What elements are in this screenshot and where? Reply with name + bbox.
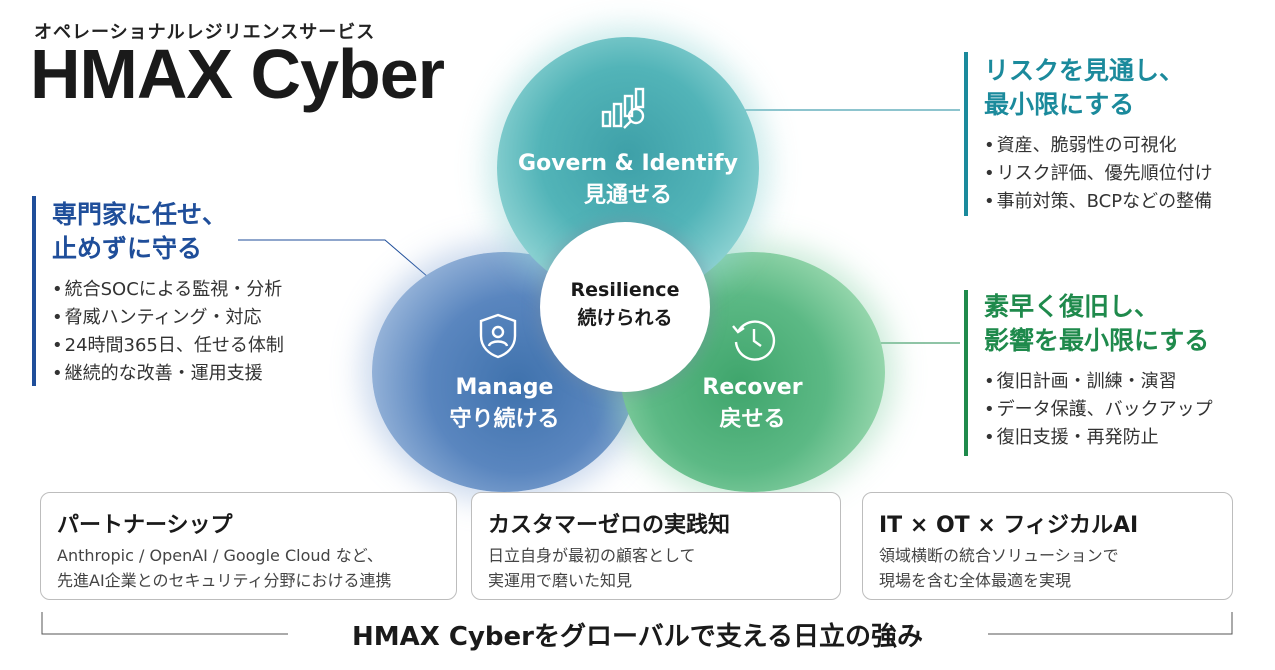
resilience-circle <box>540 222 710 392</box>
customer-zero-card: カスタマーゼロの実践知 日立自身が最初の顧客として 実運用で磨いた知見 <box>471 492 841 600</box>
manage-title-line1: 専門家に任せ、 <box>52 200 228 229</box>
recover-section-bar <box>964 290 968 456</box>
govern-bullet-list: 資産、脆弱性の可視化 リスク評価、優先順位付け 事前対策、BCPなどの整備 <box>984 132 1213 216</box>
list-item: 継続的な改善・運用支援 <box>52 360 284 388</box>
card-text: 領域横断の統合ソリューションで 現場を含む全体最適を実現 <box>879 543 1119 593</box>
partnership-card: パートナーシップ Anthropic / OpenAI / Google Clo… <box>40 492 457 600</box>
footer-bracket-right <box>988 612 1233 635</box>
recover-title-line1: 素早く復旧し、 <box>984 292 1160 321</box>
govern-label-en: Govern & Identify <box>518 151 738 176</box>
list-item: データ保護、バックアップ <box>984 396 1213 424</box>
list-item: 24時間365日、任せる体制 <box>52 332 284 360</box>
card-title: カスタマーゼロの実践知 <box>488 513 731 538</box>
manage-label-en: Manage <box>455 375 554 400</box>
list-item: 資産、脆弱性の可視化 <box>984 132 1213 160</box>
it-ot-ai-card: IT × OT × フィジカルAI 領域横断の統合ソリューションで 現場を含む全… <box>862 492 1233 600</box>
footer-caption: HMAX Cyberをグローバルで支える日立の強み <box>352 622 923 652</box>
page-title: HMAX Cyber <box>30 35 445 113</box>
govern-section-bar <box>964 52 968 216</box>
recover-section-title: 素早く復旧し、 影響を最小限にする <box>984 290 1209 358</box>
manage-label: Manage 守り続ける <box>372 372 637 436</box>
govern-title-line2: 最小限にする <box>984 90 1135 119</box>
manage-bullet-list: 統合SOCによる監視・分析 脅威ハンティング・対応 24時間365日、任せる体制… <box>52 276 284 388</box>
manage-title-line2: 止めずに守る <box>52 234 203 263</box>
manage-section-title: 専門家に任せ、 止めずに守る <box>52 198 227 266</box>
govern-label-jp: 見通せる <box>583 183 672 208</box>
card-line: 領域横断の統合ソリューションで <box>879 546 1119 565</box>
service-subtitle: オペレーショナルレジリエンスサービス <box>34 22 376 43</box>
card-line: 実運用で磨いた知見 <box>488 571 633 590</box>
card-title: パートナーシップ <box>57 513 233 538</box>
card-text: 日立自身が最初の顧客として 実運用で磨いた知見 <box>488 543 696 593</box>
list-item: 復旧計画・訓練・演習 <box>984 368 1213 396</box>
resilience-label: Resilience 続けられる <box>540 276 710 332</box>
card-title: IT × OT × フィジカルAI <box>879 513 1139 538</box>
govern-title-line1: リスクを見通し、 <box>984 56 1185 85</box>
manage-label-jp: 守り続ける <box>449 407 560 432</box>
resilience-label-jp: 続けられる <box>577 307 673 329</box>
clock-restore-icon <box>730 316 778 364</box>
card-line: 日立自身が最初の顧客として <box>488 546 696 565</box>
card-text: Anthropic / OpenAI / Google Cloud など、 先進… <box>57 543 392 593</box>
list-item: 事前対策、BCPなどの整備 <box>984 188 1213 216</box>
list-item: 復旧支援・再発防止 <box>984 424 1213 452</box>
manage-section-bar <box>32 196 36 386</box>
list-item: リスク評価、優先順位付け <box>984 160 1213 188</box>
resilience-label-en: Resilience <box>570 279 680 301</box>
recover-title-line2: 影響を最小限にする <box>984 326 1210 355</box>
govern-label: Govern & Identify 見通せる <box>497 148 759 212</box>
card-line: 現場を含む全体最適を実現 <box>879 571 1072 590</box>
list-item: 統合SOCによる監視・分析 <box>52 276 284 304</box>
recover-bullet-list: 復旧計画・訓練・演習 データ保護、バックアップ 復旧支援・再発防止 <box>984 368 1213 452</box>
card-line: 先進AI企業とのセキュリティ分野における連携 <box>57 571 392 590</box>
footer-bracket-left <box>41 612 288 635</box>
shield-user-icon <box>476 312 520 360</box>
govern-section-title: リスクを見通し、 最小限にする <box>984 54 1184 122</box>
list-item: 脅威ハンティング・対応 <box>52 304 284 332</box>
recover-label: Recover 戻せる <box>620 372 885 436</box>
card-line: Anthropic / OpenAI / Google Cloud など、 <box>57 546 383 565</box>
recover-label-en: Recover <box>702 375 803 400</box>
chart-search-icon <box>600 86 652 134</box>
recover-label-jp: 戻せる <box>719 407 786 432</box>
